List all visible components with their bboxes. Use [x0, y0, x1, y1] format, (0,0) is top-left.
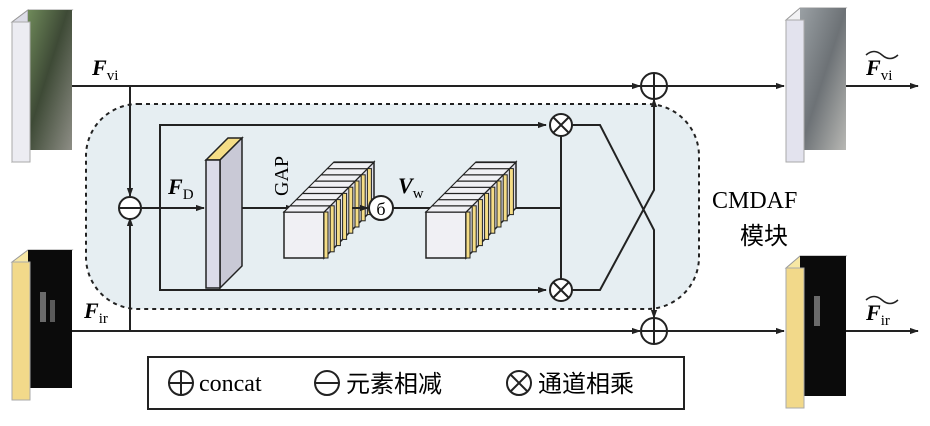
channel-slice — [449, 180, 499, 188]
channel-slice-edge — [354, 180, 360, 228]
concat-node-vi — [640, 72, 668, 100]
concat-node-ir — [640, 317, 668, 345]
label-out-ir: Fir — [865, 295, 899, 329]
output-visible-image — [784, 7, 848, 163]
channel-slice — [326, 162, 375, 170]
channel-slice-edge — [465, 211, 471, 259]
input-infrared-image — [10, 249, 74, 401]
channel-slice-edge — [329, 205, 335, 253]
channel-slice-edge — [342, 192, 348, 240]
channel-slice-edge — [471, 205, 477, 253]
module-label-line2: 模块 — [740, 223, 788, 250]
legend-subtract-icon — [314, 370, 340, 396]
channel-slice-edge — [508, 168, 514, 216]
channel-slice — [443, 186, 492, 194]
label-out-vi: Fvi — [865, 50, 899, 84]
channel-slice-edge — [366, 168, 372, 216]
output-infrared-image — [784, 255, 848, 409]
gap-cubes — [282, 160, 376, 260]
subtract-node — [118, 196, 142, 220]
label-v-w: Vw — [398, 173, 424, 202]
channel-slice-edge — [502, 174, 508, 222]
channel-slice — [295, 193, 344, 201]
channel-slice — [282, 205, 332, 213]
cross-top-to-ir — [572, 124, 658, 319]
channel-slice-edge — [477, 199, 483, 247]
label-f-vi: Fvi — [91, 55, 118, 84]
label-f-ir: Fir — [83, 298, 108, 327]
channel-slice — [430, 199, 480, 207]
legend: concat 元素相减 通道相乘 — [147, 356, 685, 410]
legend-subtract-label: 元素相减 — [346, 371, 442, 398]
cross-bottom-to-vi — [572, 98, 658, 291]
channel-slice — [319, 168, 369, 176]
channel-slice — [424, 205, 474, 213]
channel-slice-edge — [348, 186, 354, 234]
channel-slice — [437, 193, 486, 201]
legend-concat-label: concat — [199, 371, 262, 397]
bottom-bypass-line — [159, 208, 547, 294]
channel-slice-edge — [323, 211, 329, 259]
legend-concat-icon — [168, 370, 194, 396]
channel-slice — [301, 186, 350, 194]
multiply-node-bottom — [549, 278, 573, 302]
channel-slice-edge — [496, 180, 502, 228]
top-bypass-line — [159, 121, 547, 208]
input-visible-image — [10, 9, 74, 163]
weight-cubes — [424, 160, 518, 260]
channel-slice — [461, 168, 511, 176]
label-f-d: FD — [167, 174, 194, 203]
legend-multiply-icon — [506, 370, 532, 396]
channel-slice — [468, 162, 517, 170]
multiply-node-top — [549, 113, 573, 137]
channel-slice-edge — [360, 174, 366, 222]
channel-slice-edge — [490, 186, 496, 234]
channel-slice — [455, 174, 505, 182]
channel-slice — [313, 174, 363, 182]
legend-multiply-label: 通道相乘 — [538, 371, 634, 398]
channel-slice-edge — [484, 192, 490, 240]
channel-slice — [307, 180, 357, 188]
feature-map-fd — [204, 136, 244, 290]
module-label-line1: CMDAF — [712, 188, 797, 214]
channel-slice — [288, 199, 338, 207]
svg-text:Fir: Fir — [865, 300, 890, 329]
svg-text:Fvi: Fvi — [865, 55, 892, 84]
label-sigma: б — [376, 199, 385, 219]
channel-slice-edge — [335, 199, 341, 247]
label-gap: GAP — [271, 156, 293, 196]
